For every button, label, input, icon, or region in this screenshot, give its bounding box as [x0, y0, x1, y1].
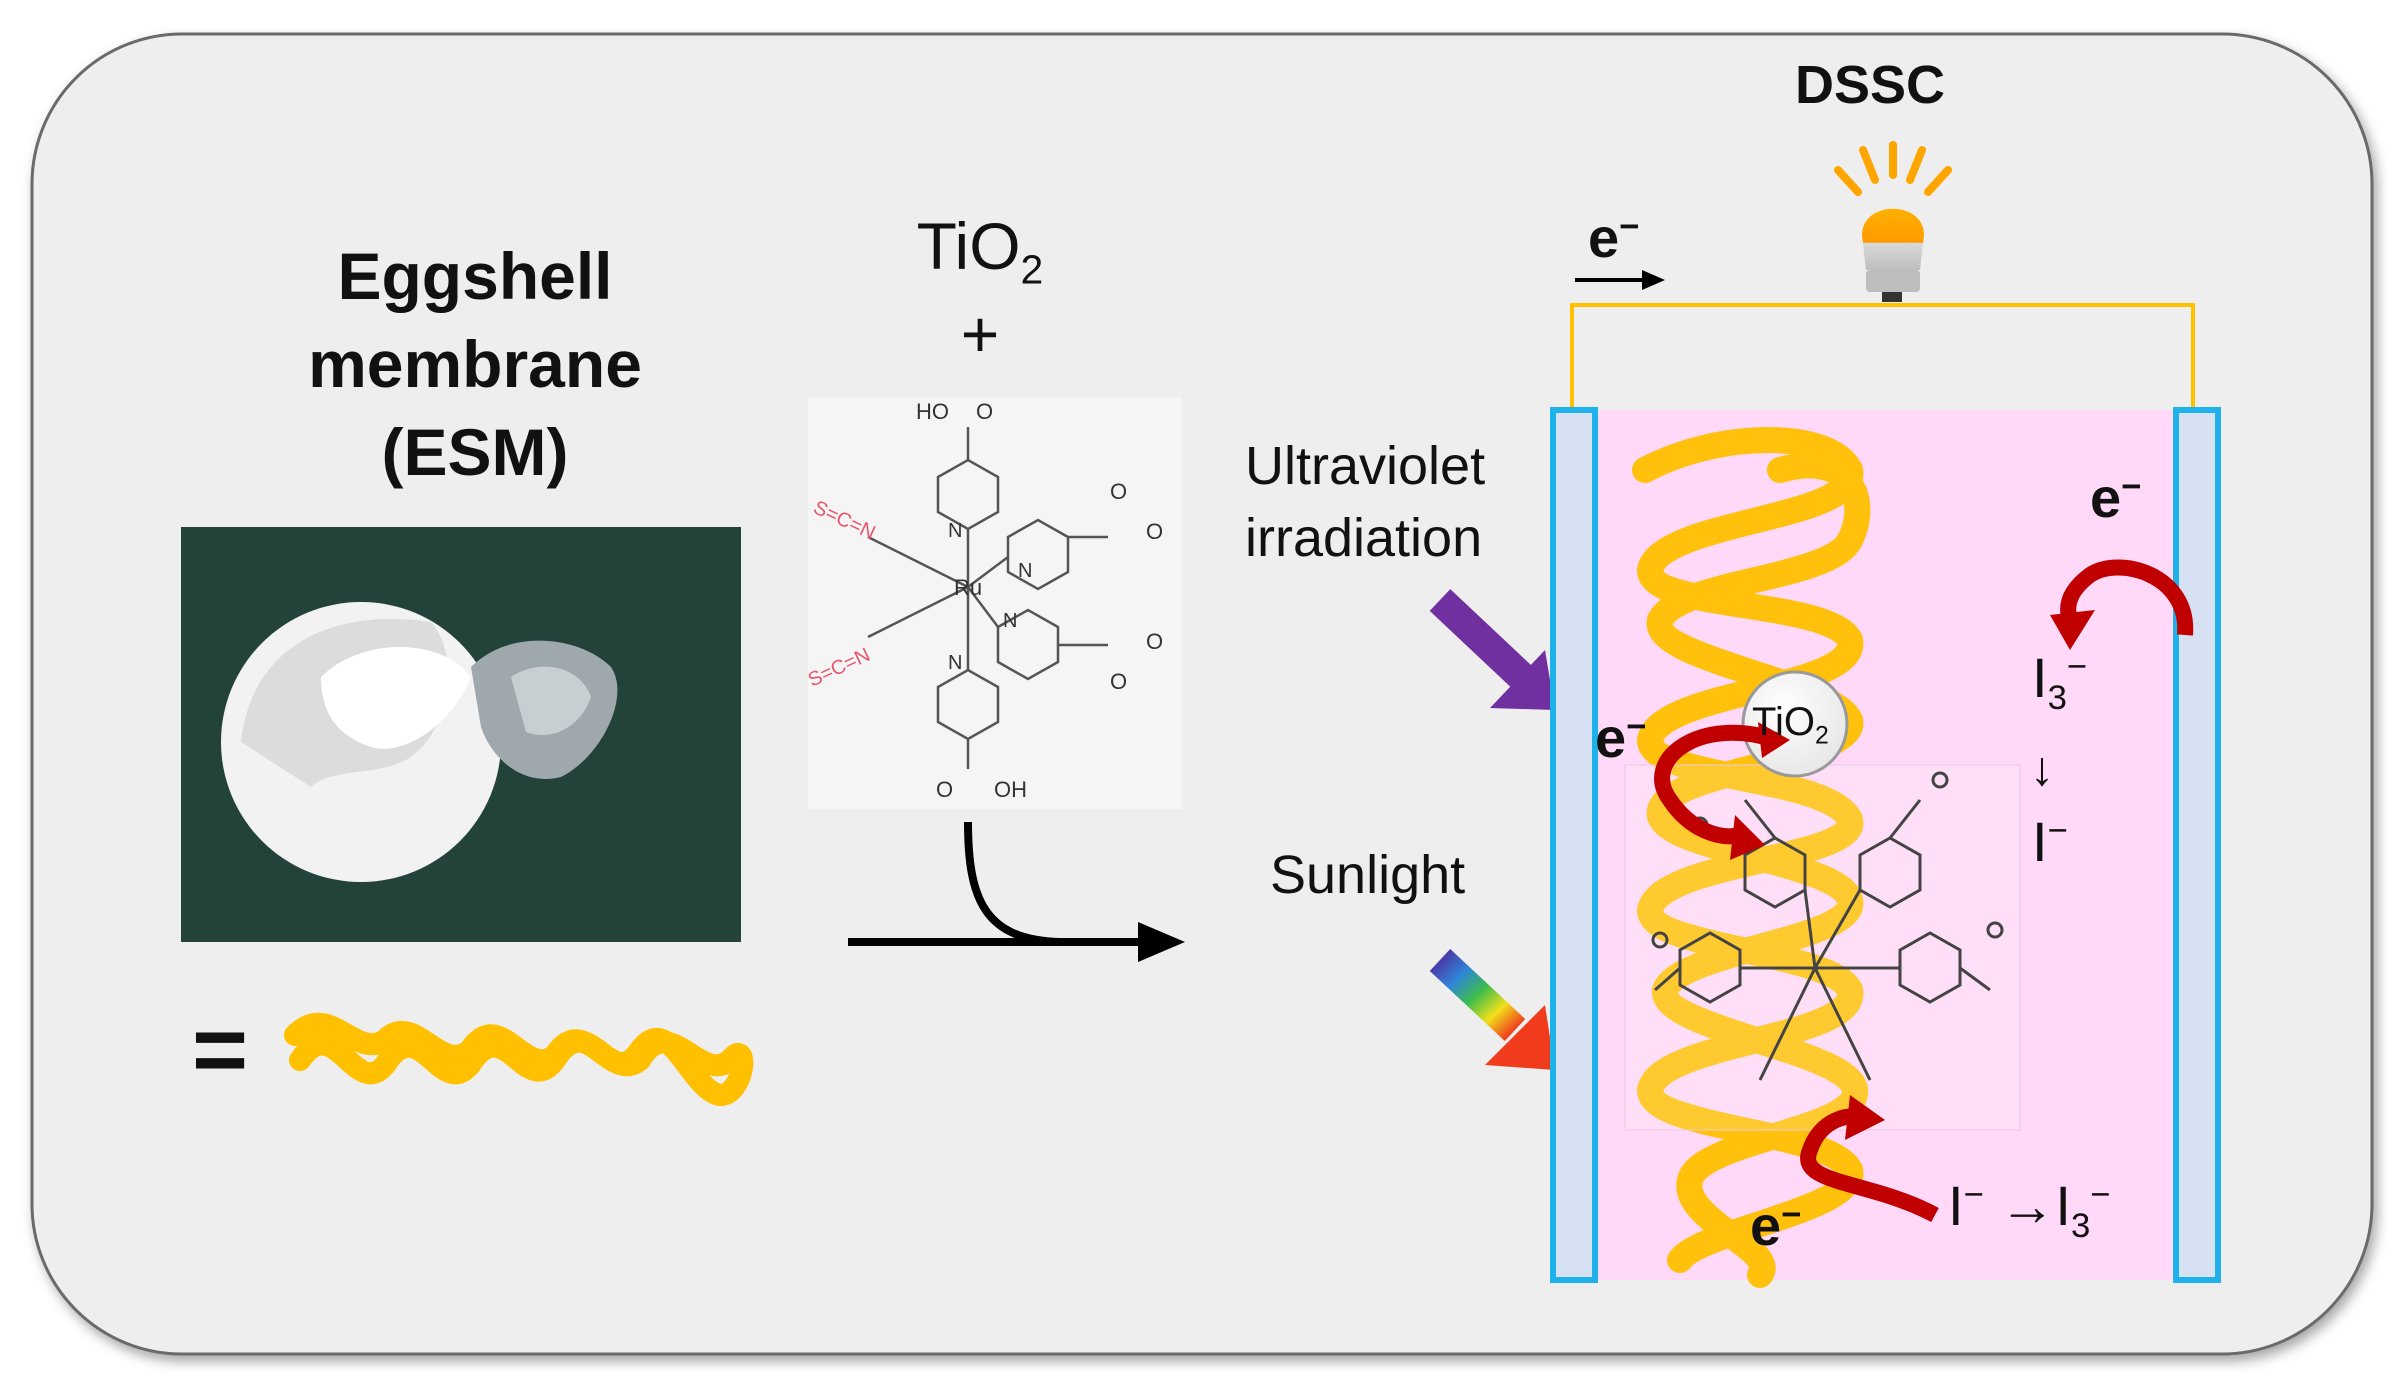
dye-ru-label: Ru	[954, 575, 982, 600]
electron-right-label: e−	[2090, 468, 2141, 528]
triiodide-right-sup: −	[2066, 647, 2088, 686]
reaction-arrow-head	[1138, 922, 1185, 962]
iodide-right-label: I−	[2032, 812, 2068, 872]
reagent-tio2: TiO2	[880, 209, 1080, 290]
esm-title: Eggshell membrane (ESM)	[240, 232, 710, 496]
electron-bottom-e: e	[1750, 1194, 1782, 1257]
tio2-particle-label: TiO2	[1752, 697, 1829, 750]
red-arrowhead-right	[2050, 610, 2095, 650]
electron-bottom-sup: −	[1781, 1195, 1802, 1234]
electron-top-e: e	[1588, 206, 1620, 269]
down-arrow-label: ↓	[2030, 743, 2054, 796]
dye-n-2: N	[1018, 560, 1032, 582]
redox-i3: I	[2055, 1174, 2071, 1237]
uv-arrow-shaft	[1429, 589, 1536, 691]
iodide-right-i: I	[2032, 810, 2048, 873]
light-bulb-icon	[1834, 141, 1952, 302]
tio2-particle-sub: 2	[1814, 722, 1829, 750]
electron-left-sup: −	[1626, 707, 1647, 746]
electron-bottom-label: e−	[1750, 1196, 1801, 1256]
ru-dye-structure: HO O O O O O O OH Ru N N N N S=C=N S=C=N	[805, 397, 1182, 809]
tio2-particle-text: TiO	[1752, 700, 1815, 744]
sunlight-arrow-head	[1485, 1005, 1555, 1070]
electron-top-label: e−	[1588, 208, 1639, 268]
dye-n-1: N	[948, 520, 962, 542]
uv-arrow-head	[1490, 650, 1555, 710]
equals-sign: =	[192, 996, 249, 1103]
reagent-plus: +	[960, 297, 1000, 371]
electron-right-sup: −	[2121, 467, 2142, 506]
dye-n-4: N	[948, 652, 962, 674]
red-arrowhead-left	[1730, 815, 1765, 860]
sunlight-arrow-shaft	[1429, 949, 1526, 1041]
electron-top-sup: −	[1619, 207, 1640, 246]
iodide-right-sup: −	[2047, 811, 2068, 850]
electron-left-label: e−	[1595, 708, 1646, 768]
cathode-electrode	[2173, 407, 2221, 1283]
dye-n-3: N	[1003, 610, 1017, 632]
reagent-formula-sub: 2	[1020, 246, 1044, 293]
eggshell-image	[181, 527, 741, 942]
redox-i: I	[1948, 1174, 1964, 1237]
redox-arrow: →	[1983, 1174, 2056, 1237]
redox-i3-sub: 3	[2070, 1207, 2091, 1246]
uv-label: Ultraviolet irradiation	[1245, 430, 1485, 574]
dye-o-right1: O	[1110, 479, 1127, 504]
esm-title-line3: (ESM)	[381, 415, 569, 489]
red-arrowhead-left-top	[1758, 722, 1790, 758]
dye-o-top: O	[976, 399, 993, 424]
uv-label-line2: irradiation	[1245, 508, 1483, 568]
dye-scn-1: S=C=N	[810, 497, 879, 545]
electron-flow-arrowhead	[1642, 270, 1665, 290]
triiodide-right-label: I3−	[2032, 646, 2088, 716]
redox-i-sup: −	[1963, 1175, 1984, 1214]
red-arrow-right-icon	[2060, 559, 2194, 636]
red-arrowhead-bottom	[1845, 1095, 1885, 1140]
dye-oh-bottom: OH	[994, 777, 1027, 802]
electron-left-e: e	[1595, 706, 1627, 769]
circuit-wire	[1570, 303, 2195, 410]
dye-o-bottom: O	[936, 777, 953, 802]
electron-right-e: e	[2090, 466, 2122, 529]
redox-reaction-label: I− →I3−	[1948, 1174, 2111, 1244]
sunlight-label: Sunlight	[1270, 845, 1466, 905]
dye-o-right2: O	[1110, 669, 1127, 694]
esm-helix-icon	[284, 1012, 754, 1107]
dye-ho-top: HO	[916, 399, 949, 424]
red-arrow-bottom-icon	[1800, 1108, 1939, 1223]
dye-ominus-right1: O	[1146, 519, 1163, 544]
esm-title-line1: Eggshell	[337, 239, 613, 313]
red-arrow-left-icon	[1654, 724, 1778, 845]
uv-label-line1: Ultraviolet	[1245, 436, 1486, 496]
ru-dye-structure-svg: HO O O O O O O OH Ru N N N N S=C=N S=C=N	[805, 399, 1163, 802]
anode-electrode	[1550, 407, 1598, 1283]
dye-ominus-right2: O	[1146, 629, 1163, 654]
esm-title-line2: membrane	[308, 327, 642, 401]
redox-i3-sup: −	[2090, 1175, 2111, 1214]
eggshell-photo	[181, 527, 741, 942]
triiodide-right-sub: 3	[2047, 679, 2067, 718]
reagent-formula: TiO	[916, 209, 1021, 283]
triiodide-right-i: I	[2032, 646, 2048, 709]
dye-scn-2: S=C=N	[808, 644, 874, 692]
dssc-label: DSSC	[1795, 55, 1946, 115]
